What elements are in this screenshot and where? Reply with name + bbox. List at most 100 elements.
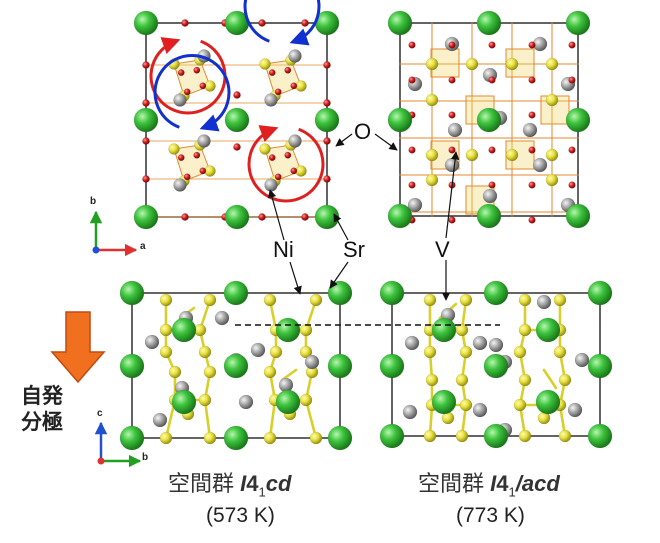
gray-atom	[264, 178, 278, 192]
gray-atom	[214, 310, 230, 326]
panel-top-left-ab-projection	[133, 10, 340, 230]
sr-atom	[387, 203, 413, 229]
v-atom	[518, 323, 532, 337]
sr-atom	[476, 203, 502, 229]
oxygen-atom	[488, 41, 496, 49]
v-atom	[558, 373, 572, 387]
gray-atom	[482, 188, 498, 204]
sr-atom	[327, 280, 353, 306]
ni-atom	[203, 365, 217, 379]
gray-atom	[197, 134, 211, 148]
axis-origin-dot	[97, 457, 105, 465]
oxygen-atom	[290, 167, 298, 175]
sr-atom	[223, 280, 249, 306]
axis-label-b-top: b	[90, 196, 97, 207]
space-group-caption-right: 空間群 I41/acd	[418, 471, 560, 500]
ni-atom	[168, 365, 182, 379]
oxygen-atom	[323, 175, 331, 183]
oxygen-atom	[193, 151, 201, 159]
oxygen-atom	[528, 146, 536, 154]
gray-atom	[567, 402, 583, 418]
v-atom	[505, 148, 519, 162]
v-atom	[459, 293, 473, 307]
oxygen-atom	[233, 91, 241, 99]
v-atom	[518, 373, 532, 387]
sr-atom	[387, 10, 413, 36]
ni-atom	[168, 143, 180, 155]
oxygen-atom	[408, 181, 416, 189]
axis-label-b-bottom: b	[142, 452, 149, 463]
gray-atom	[447, 122, 463, 138]
gray-atom	[278, 377, 294, 393]
v-atom	[558, 429, 572, 443]
oxygen-atom	[448, 76, 456, 84]
oxygen-atom	[274, 173, 282, 181]
sr-atom	[476, 10, 502, 36]
sr-atom	[119, 425, 145, 451]
oxygen-atom	[448, 41, 456, 49]
gray-atom	[522, 122, 538, 138]
gray-atom	[250, 342, 266, 358]
oxygen-atom	[177, 69, 185, 77]
oxygen-atom	[323, 137, 331, 145]
sr-atom	[565, 107, 591, 133]
gray-atom	[152, 412, 168, 428]
oxygen-atom	[181, 19, 189, 27]
ni-atom	[159, 345, 173, 359]
v-atom	[425, 373, 439, 387]
v-atom	[553, 345, 567, 359]
sr-atom	[431, 317, 457, 343]
oxygen-atom	[284, 151, 292, 159]
polarization-label: 自発 分極	[21, 385, 63, 434]
oxygen-atom	[142, 61, 150, 69]
oxygen-atom	[568, 41, 576, 49]
oxygen-atom	[528, 111, 536, 119]
panel-bottom-left-cb-projection	[119, 280, 353, 451]
oxygen-atom	[199, 82, 207, 90]
gray-atom	[536, 294, 552, 310]
sr-atom	[275, 389, 301, 415]
v-atom	[423, 429, 437, 443]
axis-label-c-bottom: c	[97, 408, 103, 419]
pointer-arrow	[335, 133, 353, 147]
sr-atom	[119, 353, 145, 379]
v-atom	[545, 57, 559, 71]
oxygen-atom	[268, 69, 276, 77]
sr-atom	[224, 204, 250, 230]
v-atom	[465, 57, 479, 71]
sr-atom	[483, 353, 509, 379]
oxygen-atom	[528, 216, 536, 224]
gray-atom	[404, 335, 420, 351]
sr-atom	[431, 389, 457, 415]
gray-atom	[574, 352, 590, 368]
ni-atom	[299, 393, 313, 407]
ni-atom	[263, 293, 277, 307]
sr-atom	[483, 280, 509, 306]
v-atom	[465, 148, 479, 162]
sr-atom	[171, 389, 197, 415]
ni-atom	[299, 345, 313, 359]
bond-line	[542, 368, 558, 390]
v-atom	[425, 57, 439, 71]
sr-atom	[275, 317, 301, 343]
ni-atom	[203, 431, 217, 445]
sr-atom	[483, 423, 509, 449]
oxygen-atom	[274, 88, 282, 96]
oxygen-atom	[408, 41, 416, 49]
strontium-label: Sr	[343, 237, 365, 262]
sr-atom	[224, 107, 250, 133]
gray-atom	[488, 337, 504, 353]
oxygen-atom	[528, 181, 536, 189]
oxygen-atom	[323, 99, 331, 107]
oxygen-atom	[568, 181, 576, 189]
ni-atom	[159, 293, 173, 307]
pointer-arrow	[333, 213, 349, 241]
sr-atom	[133, 10, 159, 36]
counterclockwise-rotation-arrow	[153, 54, 231, 132]
sr-atom	[587, 353, 613, 379]
gray-atom	[238, 394, 254, 410]
oxygen-atom	[284, 66, 292, 74]
gray-atom	[472, 335, 488, 351]
counterclockwise-rotation-arrow	[243, 0, 321, 46]
pointer-arrow	[289, 261, 302, 295]
